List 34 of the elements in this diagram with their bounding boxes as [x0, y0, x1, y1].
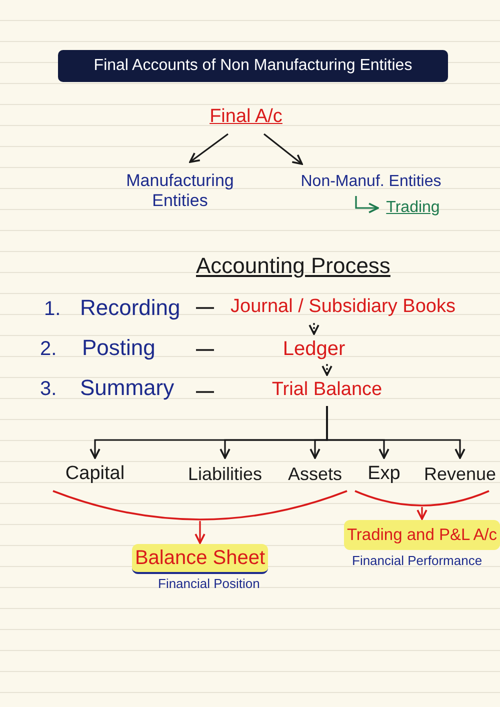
arrow [264, 133, 303, 165]
node-label: Exp [362, 460, 406, 488]
node-note: Financial Performance [352, 553, 482, 568]
step-number: 2. [40, 338, 57, 361]
highlighted-label: Trading and P&L A/c [344, 520, 500, 550]
bracket-shape [354, 490, 490, 506]
arrow [322, 364, 332, 376]
node-label: Non-Manuf. Entities [286, 170, 456, 194]
step-name: Summary [80, 375, 174, 401]
arrow [355, 196, 379, 214]
heading: Accounting Process [196, 253, 390, 279]
node-note: Financial Position [158, 576, 260, 591]
arrow [326, 406, 466, 459]
arrow [194, 521, 206, 544]
node-label: Ledger [276, 335, 352, 363]
step-name: Posting [82, 335, 156, 361]
node-label: Final A/c [200, 104, 292, 130]
node-label: Trading [380, 196, 446, 220]
node-label: Manufacturing Entities [118, 168, 242, 214]
title-banner: Final Accounts of Non Manufacturing Entities [58, 50, 448, 82]
highlighted-label: Balance Sheet [132, 544, 268, 574]
arrow [308, 323, 320, 335]
bracket-shape [52, 490, 348, 520]
step-number: 3. [40, 378, 57, 401]
node-label: Journal / Subsidiary Books [218, 292, 468, 322]
node-label: Trial Balance [264, 376, 390, 404]
arrow [189, 133, 228, 163]
node-label: Capital [56, 460, 134, 488]
step-name: Recording [80, 295, 180, 321]
step-number: 1. [44, 298, 61, 321]
node-label: Revenue [424, 460, 496, 488]
node-label: Assets [284, 460, 346, 488]
arrow [416, 507, 428, 520]
node-label: Liabilities [178, 460, 272, 488]
